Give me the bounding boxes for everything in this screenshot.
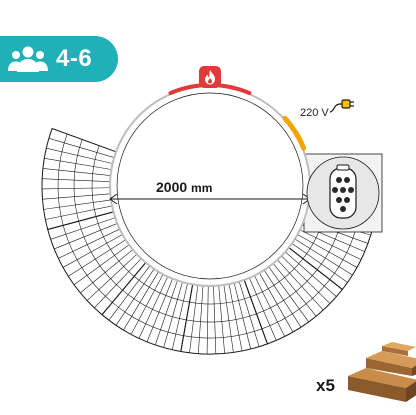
deck-joist <box>133 276 190 303</box>
filter-cartridge-icon <box>306 156 380 230</box>
deck-board <box>48 137 115 158</box>
deck-board <box>228 284 243 351</box>
deck-board <box>206 285 209 354</box>
deck-board <box>294 238 353 276</box>
deck-board <box>86 253 138 301</box>
wooden-steps-icon <box>348 342 416 402</box>
deck-section <box>243 246 344 345</box>
deck-board <box>43 199 112 210</box>
deck-joist <box>62 225 113 303</box>
deck-board <box>238 281 260 347</box>
deck-board <box>130 274 164 335</box>
deck-board <box>54 223 118 250</box>
tub-outline <box>116 92 304 280</box>
deck-board <box>277 259 324 311</box>
deck-board <box>223 284 234 353</box>
deck-joist <box>250 258 304 298</box>
plug-icon <box>329 99 354 113</box>
deck-board <box>80 249 134 294</box>
deck-board <box>197 285 204 354</box>
deck-board <box>108 265 151 321</box>
deck-board <box>218 285 225 354</box>
deck-joist <box>183 328 263 339</box>
power-arc <box>282 115 307 151</box>
deck-board <box>73 244 130 285</box>
diameter-value: 2000 <box>156 179 188 195</box>
deck-board <box>44 157 112 170</box>
capacity-label: 4-6 <box>56 45 93 72</box>
deck-board <box>138 276 169 339</box>
deck-section <box>180 279 269 355</box>
deck-joist <box>112 302 184 336</box>
deck-board <box>249 277 277 341</box>
deck-board <box>272 263 317 317</box>
diameter-label: 2000 mm <box>156 179 212 195</box>
deck-board <box>155 280 178 345</box>
deck-joist <box>256 269 318 315</box>
deck-board <box>233 282 251 350</box>
deck-joist <box>91 145 100 217</box>
deck-board <box>62 234 123 268</box>
deck-board <box>297 234 358 268</box>
deck-board <box>50 217 116 240</box>
deck-joist <box>261 279 331 330</box>
people-icon <box>8 46 48 72</box>
deck-board <box>68 239 126 277</box>
deck-board <box>42 187 111 190</box>
deck-board <box>254 275 285 337</box>
deck-board <box>263 269 302 328</box>
deck-board <box>163 282 183 348</box>
voltage-label: 220 V <box>300 107 329 119</box>
deck-board <box>268 266 309 323</box>
deck-board <box>42 168 111 176</box>
deck-joist <box>78 221 123 291</box>
deck-board <box>285 251 337 297</box>
deck-board <box>189 285 199 353</box>
deck-board <box>115 268 155 326</box>
deck-board <box>259 272 294 333</box>
deck-joist <box>189 296 251 305</box>
deck-joist <box>122 289 187 321</box>
deck-board <box>42 178 111 182</box>
deck-board <box>58 228 120 259</box>
deck-board <box>123 271 159 331</box>
deck-board <box>94 258 142 309</box>
capacity-badge: 4-6 <box>0 36 118 82</box>
deck-board <box>291 243 348 283</box>
deck-board <box>299 229 362 260</box>
deck-joist <box>95 216 135 277</box>
deck-joist <box>57 133 68 226</box>
deck-joist <box>186 313 257 323</box>
deck-board <box>171 283 188 350</box>
deck-board <box>281 255 331 304</box>
diameter-unit: mm <box>191 181 213 195</box>
flame-icon <box>199 66 221 88</box>
deck-joist <box>73 139 83 222</box>
steps-quantity: x5 <box>316 376 335 395</box>
deck-board <box>213 285 217 354</box>
deck-board <box>45 205 113 220</box>
deck-board <box>46 147 113 164</box>
deck-board <box>42 193 111 200</box>
deck-board <box>146 278 173 342</box>
